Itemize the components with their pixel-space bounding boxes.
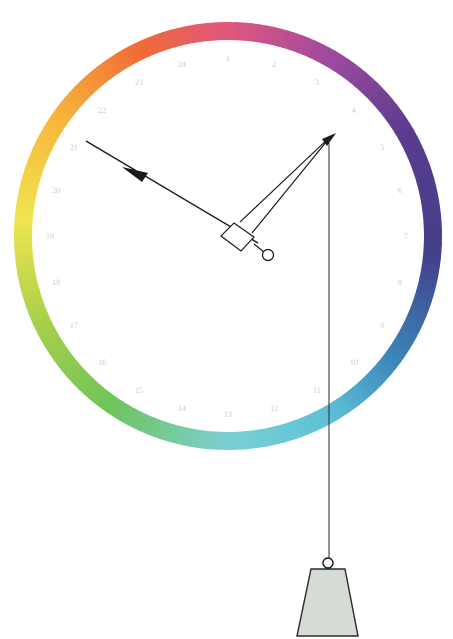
counterweight-icon — [297, 569, 358, 636]
dial-tick-label: 23 — [135, 78, 143, 87]
pivot-stub — [254, 244, 264, 252]
dial-tick-label: 21 — [70, 143, 78, 152]
dial-tick-label: 15 — [135, 386, 143, 395]
dial-tick-label: 22 — [98, 106, 106, 115]
dial-tick-label: 7 — [404, 232, 408, 241]
dial-tick-label: 6 — [398, 186, 402, 195]
lever-lower-arm — [252, 136, 331, 233]
dial-tick-label: 8 — [398, 278, 402, 287]
weight-hook-icon — [323, 558, 333, 568]
dial-tick-label: 20 — [52, 186, 60, 195]
pivot-circle-icon — [263, 250, 274, 261]
dial-tick-label: 3 — [315, 78, 319, 87]
dial-tick-label: 14 — [178, 404, 186, 413]
dial-tick-label: 12 — [270, 404, 278, 413]
dial-tick-label: 13 — [224, 410, 232, 419]
ring-segment — [221, 22, 231, 40]
pointer-block — [221, 223, 254, 251]
dial-tick-label: 9 — [380, 321, 384, 330]
dial-tick-label: 4 — [352, 106, 356, 115]
dial-tick-label: 2 — [272, 60, 276, 69]
lever-upper-arm — [240, 136, 331, 222]
dial-tick-label: 10 — [350, 358, 358, 367]
dial-tick-label: 18 — [52, 278, 60, 287]
dial-tick-label: 24 — [178, 60, 186, 69]
dial-tick-label: 17 — [70, 321, 78, 330]
dial-tick-label: 5 — [380, 143, 384, 152]
dial-tick-label: 16 — [98, 358, 106, 367]
dial-tick-label: 1 — [226, 54, 230, 63]
dial-tick-label: 11 — [313, 386, 321, 395]
dial-tick-label: 19 — [46, 232, 54, 241]
